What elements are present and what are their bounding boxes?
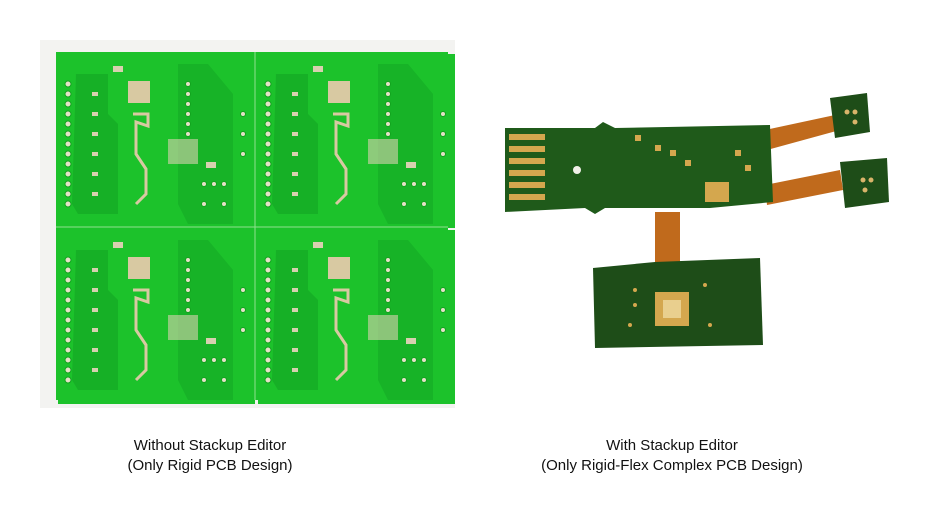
rigid-caption-subtitle: (Only Rigid PCB Design) bbox=[127, 457, 293, 474]
rigid-flex-pcb-image bbox=[505, 93, 889, 348]
rigid-pcb-panel-image bbox=[56, 52, 457, 406]
rigid-caption-title: Without Stackup Editor bbox=[133, 437, 287, 454]
rigid-pcb-photo bbox=[40, 40, 457, 408]
rigid-flex-caption-subtitle: (Only Rigid-Flex Complex PCB Design) bbox=[541, 457, 803, 474]
rigid-flex-caption-title: With Stackup Editor bbox=[606, 437, 738, 454]
rigid-flex-caption: With Stackup Editor (Only Rigid-Flex Com… bbox=[470, 436, 874, 476]
rigid-pcb-caption: Without Stackup Editor (Only Rigid PCB D… bbox=[60, 436, 360, 476]
rigid-flex-pcb-photo bbox=[495, 90, 895, 355]
